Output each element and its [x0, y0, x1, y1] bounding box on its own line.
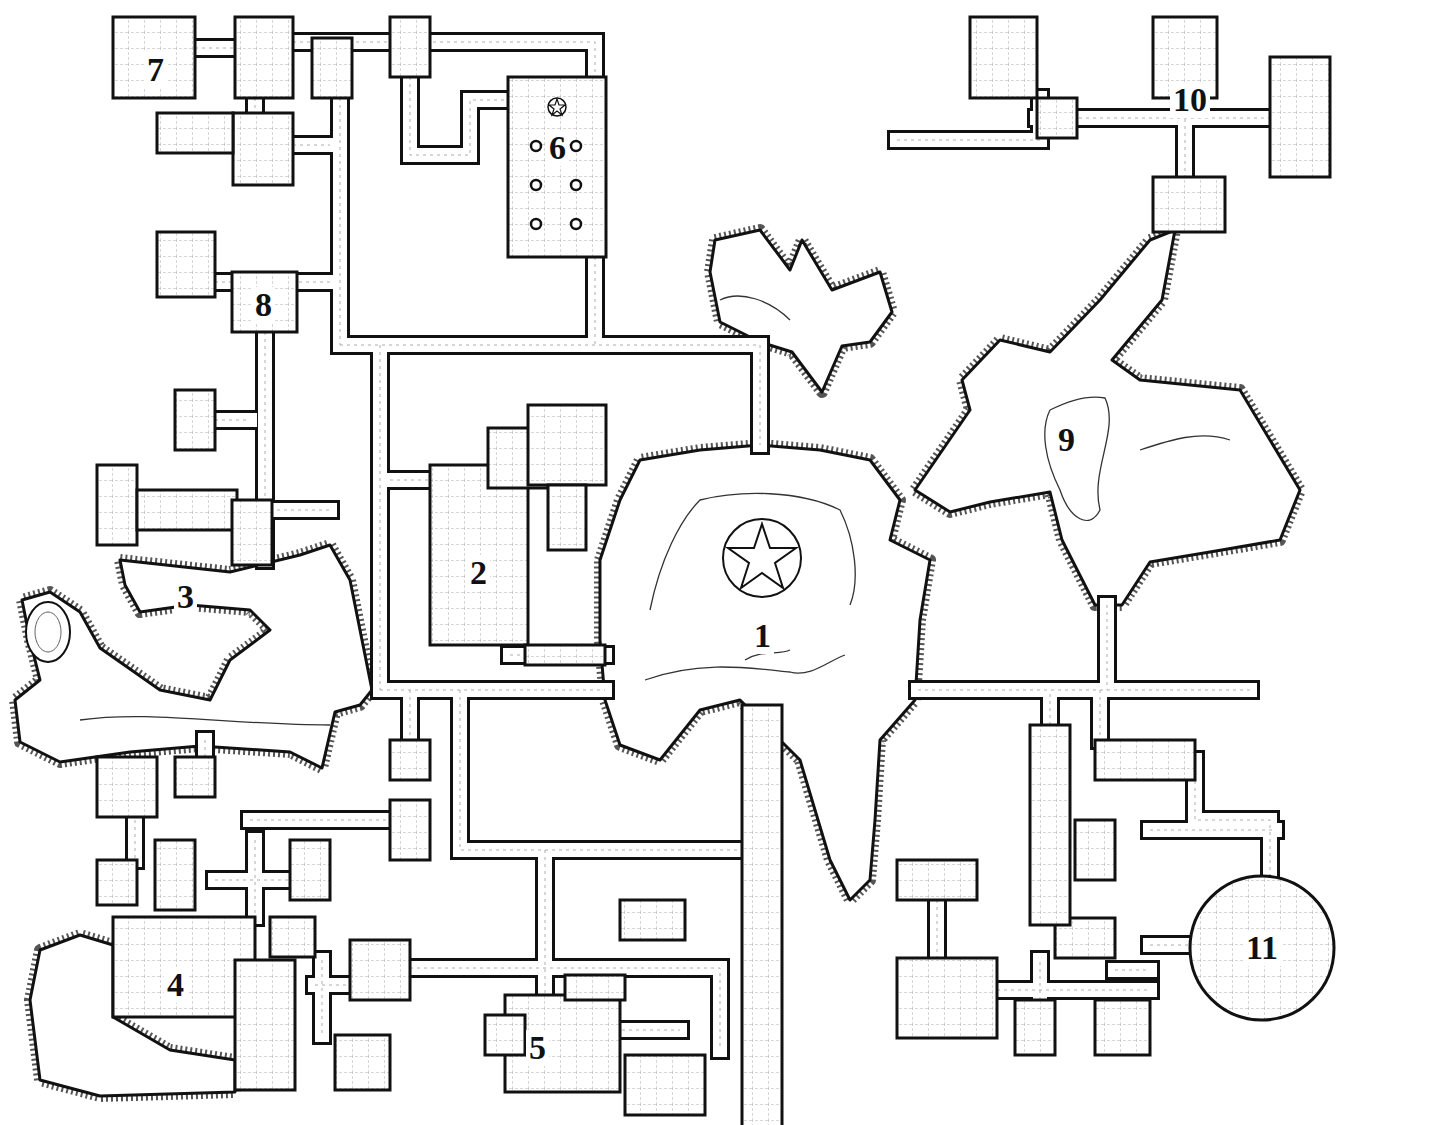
callout-number: 8 — [252, 287, 275, 323]
contour-lines — [80, 296, 1230, 725]
callout-number: 3 — [174, 579, 197, 615]
star-symbol — [728, 524, 796, 588]
callout-number: 5 — [526, 1030, 549, 1066]
pool — [26, 602, 70, 662]
callout-number: 11 — [1243, 930, 1281, 966]
callout-number: 4 — [164, 967, 187, 1003]
wide-corridor — [742, 705, 782, 1125]
rooms — [97, 17, 1334, 1115]
callout-number: 7 — [144, 52, 167, 88]
callout-number: 10 — [1170, 82, 1210, 118]
star-circle — [723, 519, 801, 597]
callout-number: 2 — [467, 555, 490, 591]
corridor-floor — [135, 42, 1275, 1050]
star-circle — [548, 98, 566, 116]
star-symbol — [549, 99, 565, 115]
corridor-walls — [135, 42, 1275, 1050]
callout-number: 6 — [546, 130, 569, 166]
pool-ripple — [35, 612, 61, 652]
corridor-grid — [135, 42, 1275, 1050]
callout-number: 9 — [1055, 422, 1078, 458]
callout-number: 1 — [751, 618, 774, 654]
